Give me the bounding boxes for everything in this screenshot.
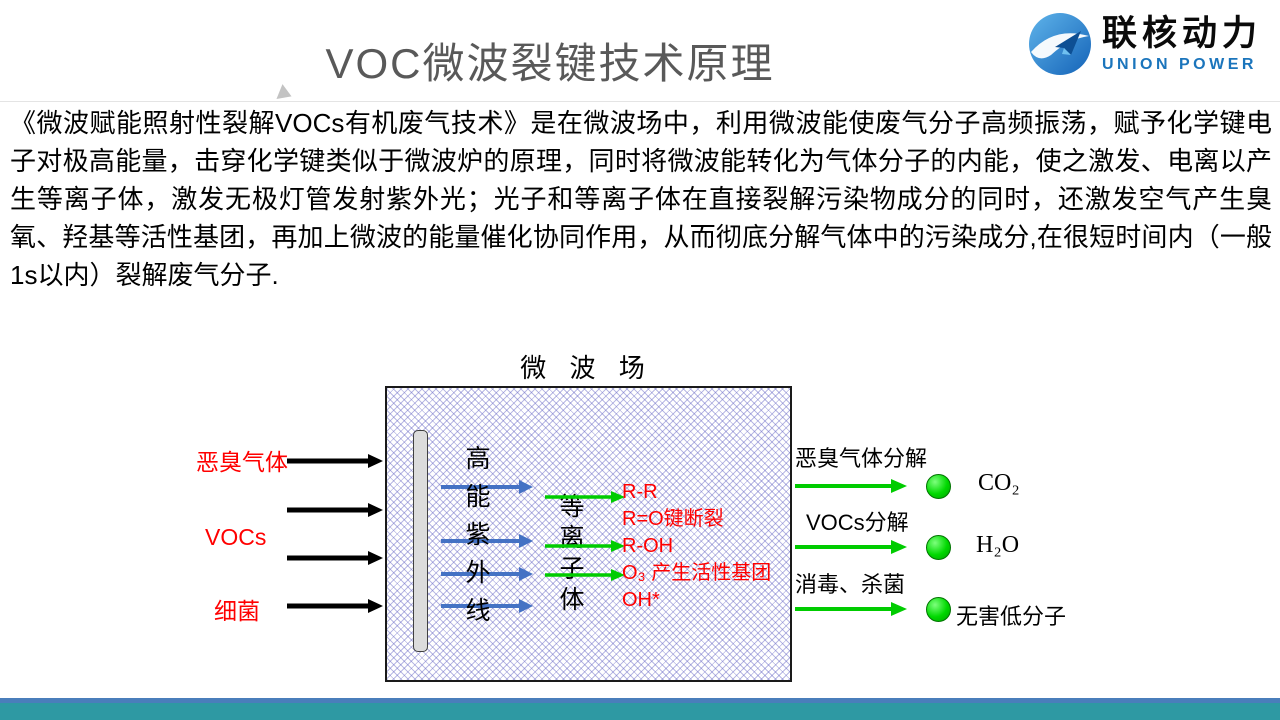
union-power-logo-icon	[1029, 13, 1091, 75]
reaction-line: R-OH	[622, 535, 674, 557]
product-label-co2: CO₂	[978, 470, 1020, 496]
uv-arrow-icon	[441, 534, 533, 548]
product-label-h2o: H₂O	[976, 532, 1020, 558]
input-arrow-icon	[287, 551, 383, 565]
product-dot-icon	[926, 474, 951, 499]
page-title: VOC微波裂键技术原理	[325, 40, 775, 87]
uv-column-label: 高能紫外线	[465, 445, 491, 625]
microwave-field-box	[385, 386, 792, 682]
output-label-disinfect: 消毒、杀菌	[795, 572, 906, 597]
input-arrow-icon	[287, 599, 383, 613]
logo-text: 联核动力 UNION POWER	[1102, 14, 1262, 74]
brand-subtitle: UNION POWER	[1102, 56, 1257, 74]
output-arrow-icon	[795, 602, 907, 616]
input-arrow-icon	[287, 454, 383, 468]
plasma-arrow-icon	[545, 540, 625, 552]
footer-accent-bar	[0, 698, 1280, 703]
plasma-column-label: 等离子体	[559, 493, 585, 614]
product-dot-icon	[926, 597, 951, 622]
output-label-odor: 恶臭气体分解	[795, 446, 928, 471]
footer-bar	[0, 703, 1280, 720]
intro-paragraph: 《微波赋能照射性裂解VOCs有机废气技术》是在微波场中，利用微波能使废气分子高频…	[10, 108, 1272, 290]
plasma-arrow-icon	[545, 569, 625, 581]
header-divider	[0, 101, 1280, 102]
input-label-bacteria: 细菌	[214, 598, 260, 624]
input-arrow-icon	[287, 503, 383, 517]
uv-arrow-icon	[441, 599, 533, 613]
input-label-vocs: VOCs	[205, 524, 267, 550]
uv-arrow-icon	[441, 567, 533, 581]
reaction-line: R=O键断裂	[622, 508, 724, 530]
reaction-list: R-R R=O键断裂 R-OH O₃ 产生活性基团 OH*	[622, 479, 771, 614]
output-arrow-icon	[795, 479, 907, 493]
microwave-field-label: 微 波 场	[520, 353, 653, 383]
reaction-line: O₃ 产生活性基团	[622, 562, 772, 584]
plasma-arrow-icon	[545, 491, 625, 503]
product-label-harmless: 无害低分子	[956, 604, 1067, 629]
reaction-line: R-R	[622, 481, 658, 503]
product-dot-icon	[926, 535, 951, 560]
uv-arrow-icon	[441, 480, 533, 494]
output-arrow-icon	[795, 540, 907, 554]
brand-name: 联核动力	[1102, 13, 1263, 53]
lamp-tube	[413, 430, 428, 652]
output-label-vocs: VOCs分解	[806, 510, 909, 535]
logo: 联核动力 UNION POWER	[1026, 10, 1262, 78]
input-label-odor: 恶臭气体	[196, 449, 288, 475]
reaction-line: OH*	[622, 589, 660, 611]
